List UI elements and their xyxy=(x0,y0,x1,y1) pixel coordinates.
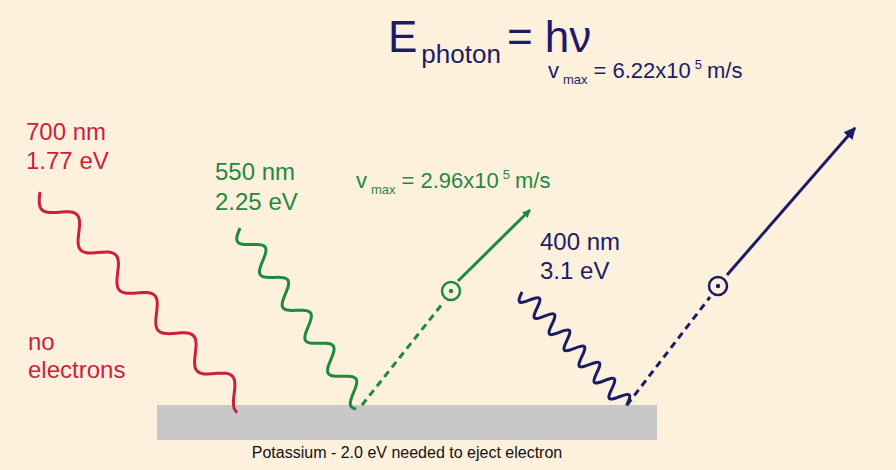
electron-dot xyxy=(716,284,720,288)
label: = hν xyxy=(507,13,591,61)
label: 400 nm xyxy=(540,229,620,255)
plate-caption: Potassium - 2.0 eV needed to eject elect… xyxy=(252,444,562,462)
electron-path xyxy=(627,297,710,405)
label: 3.1 eV xyxy=(540,258,609,284)
subscript: max xyxy=(563,73,588,87)
electron-velocity-arrow xyxy=(458,210,530,281)
subscript: photon xyxy=(421,40,501,69)
label: 1.77 eV xyxy=(26,148,109,174)
potassium-plate xyxy=(157,405,657,440)
label: m/s xyxy=(707,59,742,83)
label: 700 nm xyxy=(26,119,106,145)
label: = 2.96x10 xyxy=(402,169,499,193)
label: v xyxy=(548,59,559,83)
text-line: 3.1 eV xyxy=(540,257,613,285)
text-line: 550 nm xyxy=(215,158,299,186)
label: no electrons xyxy=(28,328,125,383)
text-line: 1.77 eV xyxy=(26,147,113,175)
label: = 6.22x10 xyxy=(594,59,691,83)
superscript: 5 xyxy=(695,58,702,72)
label: 2.25 eV xyxy=(215,189,298,215)
subscript: max xyxy=(371,183,396,197)
label: v xyxy=(356,169,367,193)
electron-path xyxy=(362,303,443,405)
superscript: 5 xyxy=(503,168,510,182)
text-line: vmax = 2.96x10 5 m/s xyxy=(356,168,555,194)
electron xyxy=(442,282,460,300)
electron-dot xyxy=(449,289,453,293)
metal-plate: Potassium - 2.0 eV needed to eject elect… xyxy=(157,405,657,440)
text-line: 400 nm xyxy=(540,228,624,256)
text-line: 700 nm xyxy=(26,118,110,146)
label: m/s xyxy=(515,169,550,193)
blue-photon-wave xyxy=(519,292,630,405)
green-photon-wave xyxy=(237,228,357,409)
electron-velocity-arrow xyxy=(727,128,855,275)
text-line: vmax = 6.22x10 5 m/s xyxy=(548,58,747,84)
text-line: 2.25 eV xyxy=(215,188,302,216)
text-line: Ephoton= hν xyxy=(388,12,595,62)
text-line: no electrons xyxy=(28,328,146,384)
electron xyxy=(709,277,727,295)
label: 550 nm xyxy=(215,159,295,185)
title: E xyxy=(388,13,417,61)
